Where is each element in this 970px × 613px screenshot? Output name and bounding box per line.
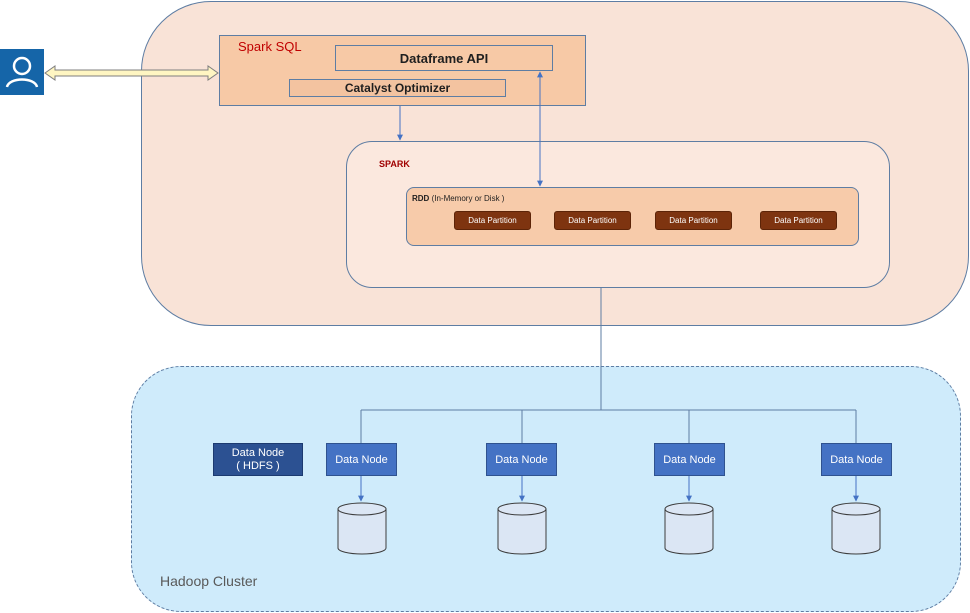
- database-icon: [337, 502, 387, 555]
- legend-line-2: ( HDFS ): [236, 459, 280, 472]
- data-node: Data Node: [326, 443, 397, 476]
- data-node-hdfs-legend: Data Node ( HDFS ): [213, 443, 303, 476]
- data-partition: Data Partition: [454, 211, 531, 230]
- data-partition: Data Partition: [554, 211, 631, 230]
- hadoop-cluster-label: Hadoop Cluster: [160, 573, 258, 589]
- dataframe-api-box: Dataframe API: [335, 45, 553, 71]
- database-icon: [664, 502, 714, 555]
- rdd-label: RDD (In-Memory or Disk ): [412, 194, 504, 203]
- spark-sql-title: Spark SQL: [238, 39, 302, 54]
- database-icon: [831, 502, 881, 555]
- rdd-label-bold: RDD: [412, 194, 430, 203]
- database-icon: [497, 502, 547, 555]
- data-partition: Data Partition: [655, 211, 732, 230]
- data-node: Data Node: [486, 443, 557, 476]
- catalyst-optimizer-box: Catalyst Optimizer: [289, 79, 506, 97]
- data-node: Data Node: [654, 443, 725, 476]
- legend-line-1: Data Node: [231, 446, 285, 459]
- hadoop-cluster-container: [131, 366, 961, 612]
- data-node: Data Node: [821, 443, 892, 476]
- user-icon: [0, 49, 44, 95]
- user-double-arrow: [44, 65, 219, 81]
- spark-label: SPARK: [379, 159, 410, 169]
- rdd-label-detail: (In-Memory or Disk ): [429, 194, 505, 203]
- spark-to-datanodes-connector: [360, 288, 857, 443]
- data-partition: Data Partition: [760, 211, 837, 230]
